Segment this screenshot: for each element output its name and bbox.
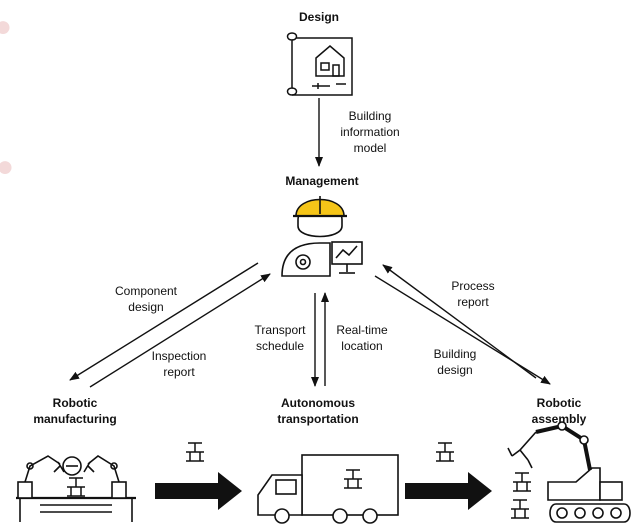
node-label-line: Autonomous bbox=[281, 396, 355, 410]
edge-label-line: Building bbox=[348, 109, 392, 123]
flow-arrow-icon bbox=[155, 472, 242, 510]
edge-label-component-design: Component design bbox=[115, 283, 177, 315]
edge-label-line: location bbox=[341, 339, 383, 353]
edge-label-line: Transport bbox=[254, 323, 306, 337]
arrow-inspection-report bbox=[89, 273, 271, 388]
arrow-component-design bbox=[69, 262, 259, 381]
robot-arms-icon bbox=[16, 455, 136, 522]
edge-label-real-time-location: Real-time location bbox=[336, 322, 387, 354]
edge-label-line: design bbox=[128, 300, 164, 314]
watermark: ● bbox=[0, 150, 15, 183]
node-label-line: transportation bbox=[277, 412, 359, 426]
beam-component-icon bbox=[435, 442, 455, 462]
node-robotic-manufacturing: Robotic manufacturing bbox=[33, 395, 116, 427]
edge-label-line: Real-time bbox=[336, 323, 388, 337]
edge-label-line: Inspection bbox=[151, 349, 207, 363]
edge-label-line: design bbox=[437, 363, 473, 377]
beam-component-icon bbox=[66, 477, 86, 497]
beam-component-icon bbox=[512, 472, 532, 492]
node-robotic-assembly: Robotic assembly bbox=[532, 395, 587, 427]
edge-label-line: Component bbox=[114, 284, 178, 298]
edge-label-building-information-model: Building information model bbox=[340, 108, 399, 156]
edge-label-line: report bbox=[457, 295, 489, 309]
node-label-line: Robotic bbox=[536, 396, 582, 410]
edge-label-building-design: Building design bbox=[434, 346, 477, 378]
blueprint-icon bbox=[286, 32, 353, 96]
beam-component-icon bbox=[185, 442, 205, 462]
edge-label-line: schedule bbox=[255, 339, 305, 353]
arrow-building-design bbox=[374, 275, 551, 385]
edge-label-line: Building bbox=[433, 347, 477, 361]
watermark: ● bbox=[0, 10, 13, 43]
flow-arrow-icon bbox=[405, 472, 492, 510]
node-label-line: assembly bbox=[531, 412, 587, 426]
edge-label-inspection-report: Inspection report bbox=[152, 348, 207, 380]
node-design: Design bbox=[298, 10, 340, 24]
excavator-robot-icon bbox=[507, 421, 631, 523]
beam-component-icon bbox=[510, 499, 530, 519]
edge-label-line: model bbox=[353, 141, 387, 155]
node-management: Management bbox=[285, 174, 359, 188]
truck-icon bbox=[257, 454, 399, 524]
edge-label-transport-schedule: Transport schedule bbox=[255, 322, 306, 354]
node-label-line: manufacturing bbox=[33, 412, 117, 426]
node-label-line: Robotic bbox=[52, 396, 98, 410]
edge-label-process-report: Process report bbox=[451, 278, 494, 310]
node-autonomous-transportation: Autonomous transportation bbox=[277, 395, 358, 427]
manager-icon bbox=[281, 196, 363, 277]
edge-label-line: Process bbox=[451, 279, 495, 293]
edge-label-line: information bbox=[340, 125, 400, 139]
edge-label-line: report bbox=[163, 365, 195, 379]
